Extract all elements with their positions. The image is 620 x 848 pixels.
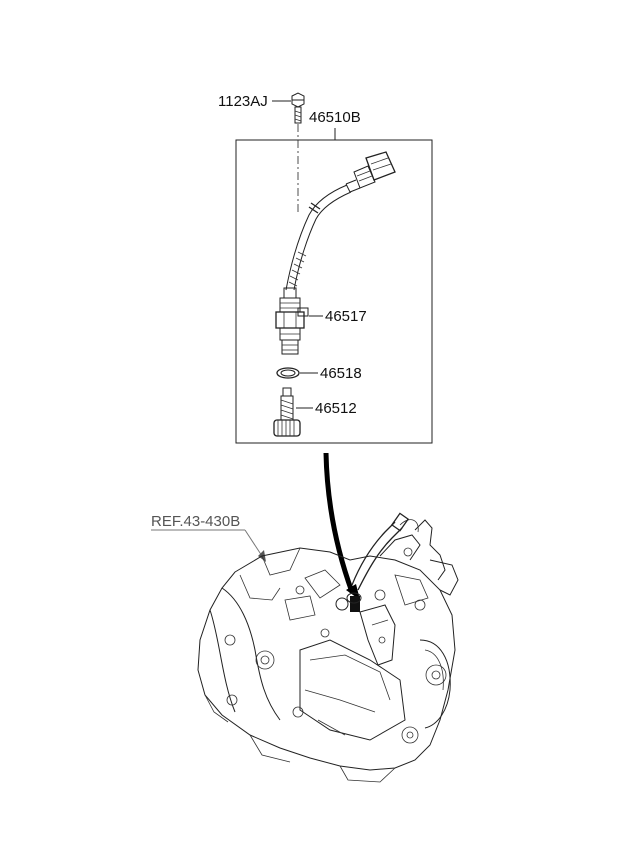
gear-label: 46512	[315, 400, 357, 417]
reference-label: REF.43-430B	[151, 513, 240, 530]
bolt-label: 1123AJ	[218, 93, 268, 110]
sensor-label: 46517	[325, 308, 367, 325]
speed-sensor	[275, 287, 309, 355]
sensor-connector	[345, 151, 396, 193]
o-ring	[276, 367, 300, 379]
sensor-cable	[285, 184, 352, 291]
assembly-box	[235, 139, 433, 444]
reference-leader-line	[244, 529, 263, 557]
install-arrow	[323, 452, 355, 593]
driven-gear	[273, 387, 301, 437]
assembly-label: 46510B	[309, 109, 361, 126]
oring-label: 46518	[320, 365, 362, 382]
transaxle-assembly	[197, 512, 459, 783]
bolt-part	[291, 92, 305, 124]
